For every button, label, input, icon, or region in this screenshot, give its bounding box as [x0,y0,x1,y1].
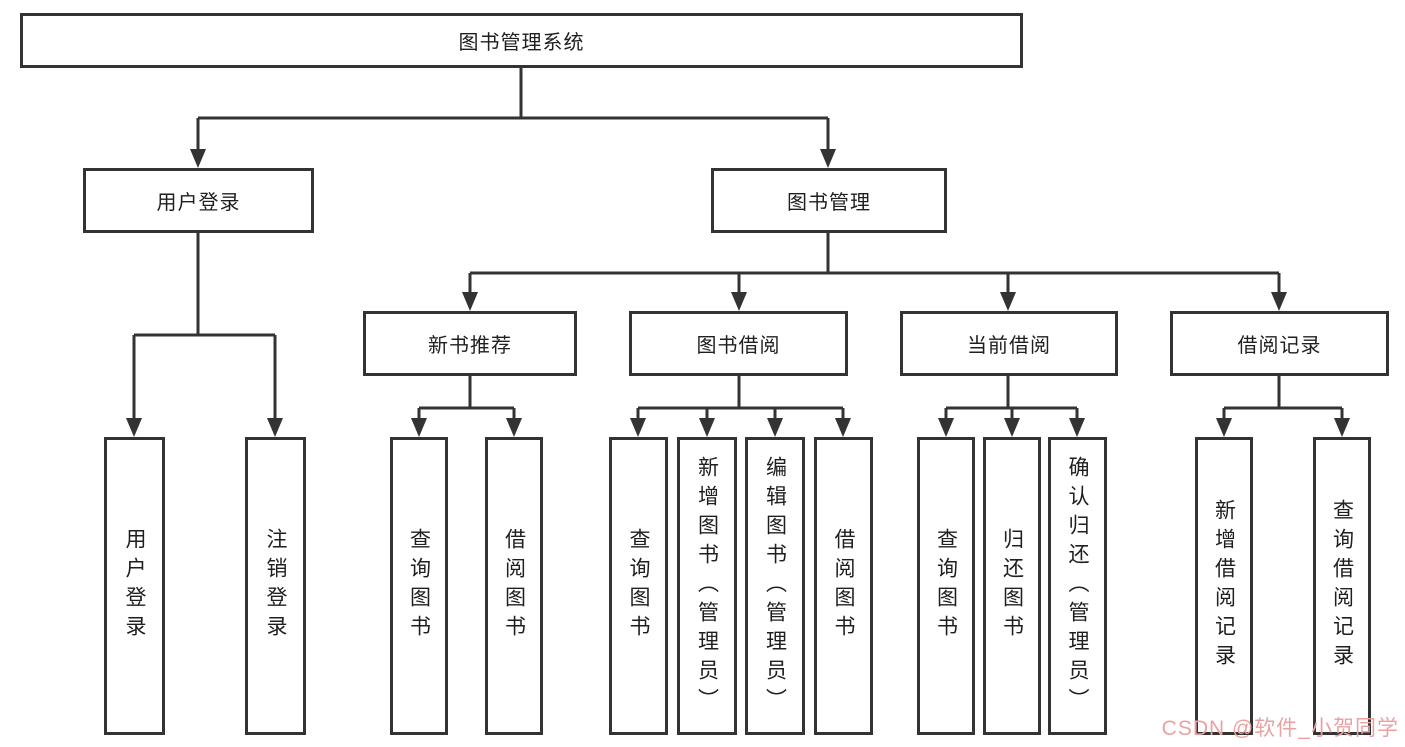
node-current-borrowing: 当前借阅 [900,311,1118,376]
leaf-label: 归还图书 [1000,528,1024,644]
leaf-label: 借阅图书 [832,528,855,644]
leaf-label: 查询图书 [407,528,431,644]
leaf-user-login: 用户登录 [104,437,165,735]
node-label: 图书管理 [787,192,871,214]
leaf-query-books: 查询图书 [390,437,448,735]
leaf-label: 确认归还（管理员） [1066,455,1089,717]
leaf-label: 新增图书（管理员） [695,455,719,717]
leaf-logout: 注销登录 [245,437,306,735]
node-label: 图书借阅 [696,335,781,357]
leaf-query-books: 查询图书 [917,437,975,735]
node-book-management: 图书管理 [711,168,947,233]
node-label: 当前借阅 [967,335,1051,357]
node-label: 新书推荐 [428,335,512,357]
node-new-book-recommendation: 新书推荐 [363,311,577,376]
leaf-query-books: 查询图书 [609,437,668,735]
node-borrowing-records: 借阅记录 [1170,311,1389,376]
node-label: 用户登录 [156,192,241,214]
leaf-label: 查询借阅记录 [1330,499,1354,673]
node-user-login: 用户登录 [83,168,314,233]
node-book-borrowing: 图书借阅 [629,311,848,376]
leaf-add-books-admin: 新增图书（管理员） [677,437,737,735]
leaf-label: 查询图书 [627,528,650,644]
leaf-label: 查询图书 [934,528,958,644]
leaf-label: 新增借阅记录 [1212,499,1236,673]
leaf-label: 借阅图书 [502,528,526,644]
leaf-label: 注销登录 [264,528,287,644]
node-label: 图书管理系统 [458,32,585,54]
leaf-confirm-return-admin: 确认归还（管理员） [1048,437,1107,735]
leaf-label: 用户登录 [123,528,146,644]
leaf-add-borrow-record: 新增借阅记录 [1195,437,1253,735]
leaf-borrow-books: 借阅图书 [814,437,873,735]
leaf-borrow-books: 借阅图书 [485,437,543,735]
node-label: 借阅记录 [1237,335,1322,357]
leaf-return-books: 归还图书 [983,437,1041,735]
node-library-management-system: 图书管理系统 [20,13,1023,68]
leaf-query-borrow-record: 查询借阅记录 [1313,437,1371,735]
leaf-edit-books-admin: 编辑图书（管理员） [745,437,805,735]
csdn-watermark: CSDN @软件_小贺同学 [1161,717,1399,740]
leaf-label: 编辑图书（管理员） [763,455,787,717]
